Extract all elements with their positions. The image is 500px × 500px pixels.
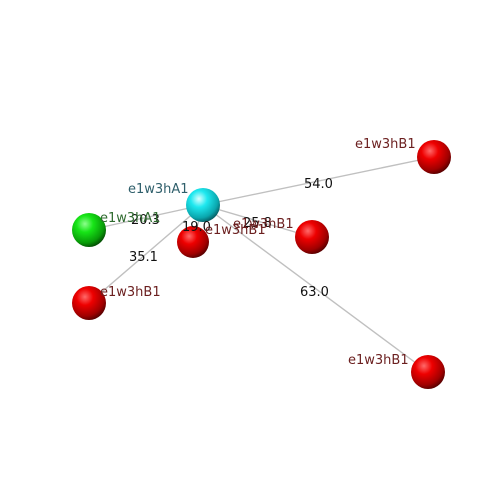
node-sphere-center [186, 188, 220, 222]
edge-green [88, 204, 204, 231]
edge-mid-right [202, 204, 313, 238]
edge-label-lower-right: 63.0 [300, 285, 329, 300]
node-sphere-upper-right [417, 140, 451, 174]
edge-label-mid-right: 25.8 [243, 216, 272, 231]
node-sphere-lower-right [411, 355, 445, 389]
node-sphere-mid-right [295, 220, 329, 254]
node-sphere-lower-left [72, 286, 106, 320]
edge-lower-left [88, 204, 204, 304]
node-sphere-green [72, 213, 106, 247]
edge-label-green: 20.3 [131, 213, 160, 228]
node-label-lower-left: e1w3hB1 [100, 285, 161, 300]
edge-lower-right [202, 204, 429, 373]
node-label-green: e1w3hA1 [100, 211, 161, 226]
node-label-lower-right: e1w3hB1 [348, 353, 409, 368]
nodes [72, 140, 451, 389]
edge-upper-right [202, 156, 435, 206]
node-label-center: e1w3hA1 [128, 182, 189, 197]
edge-label-upper-right: 54.0 [304, 177, 333, 192]
node-sphere-near-below [177, 226, 209, 258]
edge-label-lower-left: 35.1 [129, 250, 158, 265]
node-labels: e1w3hA1 e1w3hA1 e1w3hB1 e1w3hB1 e1w3hB1 … [100, 137, 416, 368]
node-label-mid-right: e1w3hB1 [233, 217, 294, 232]
edge-labels: 54.0 20.3 19.0 25.8 35.1 63.0 [129, 177, 333, 300]
node-label-near-below: e1w3hB1 [205, 223, 266, 238]
node-label-upper-right: e1w3hB1 [355, 137, 416, 152]
edge-label-near-below: 19.0 [182, 220, 211, 235]
edges [88, 156, 435, 373]
